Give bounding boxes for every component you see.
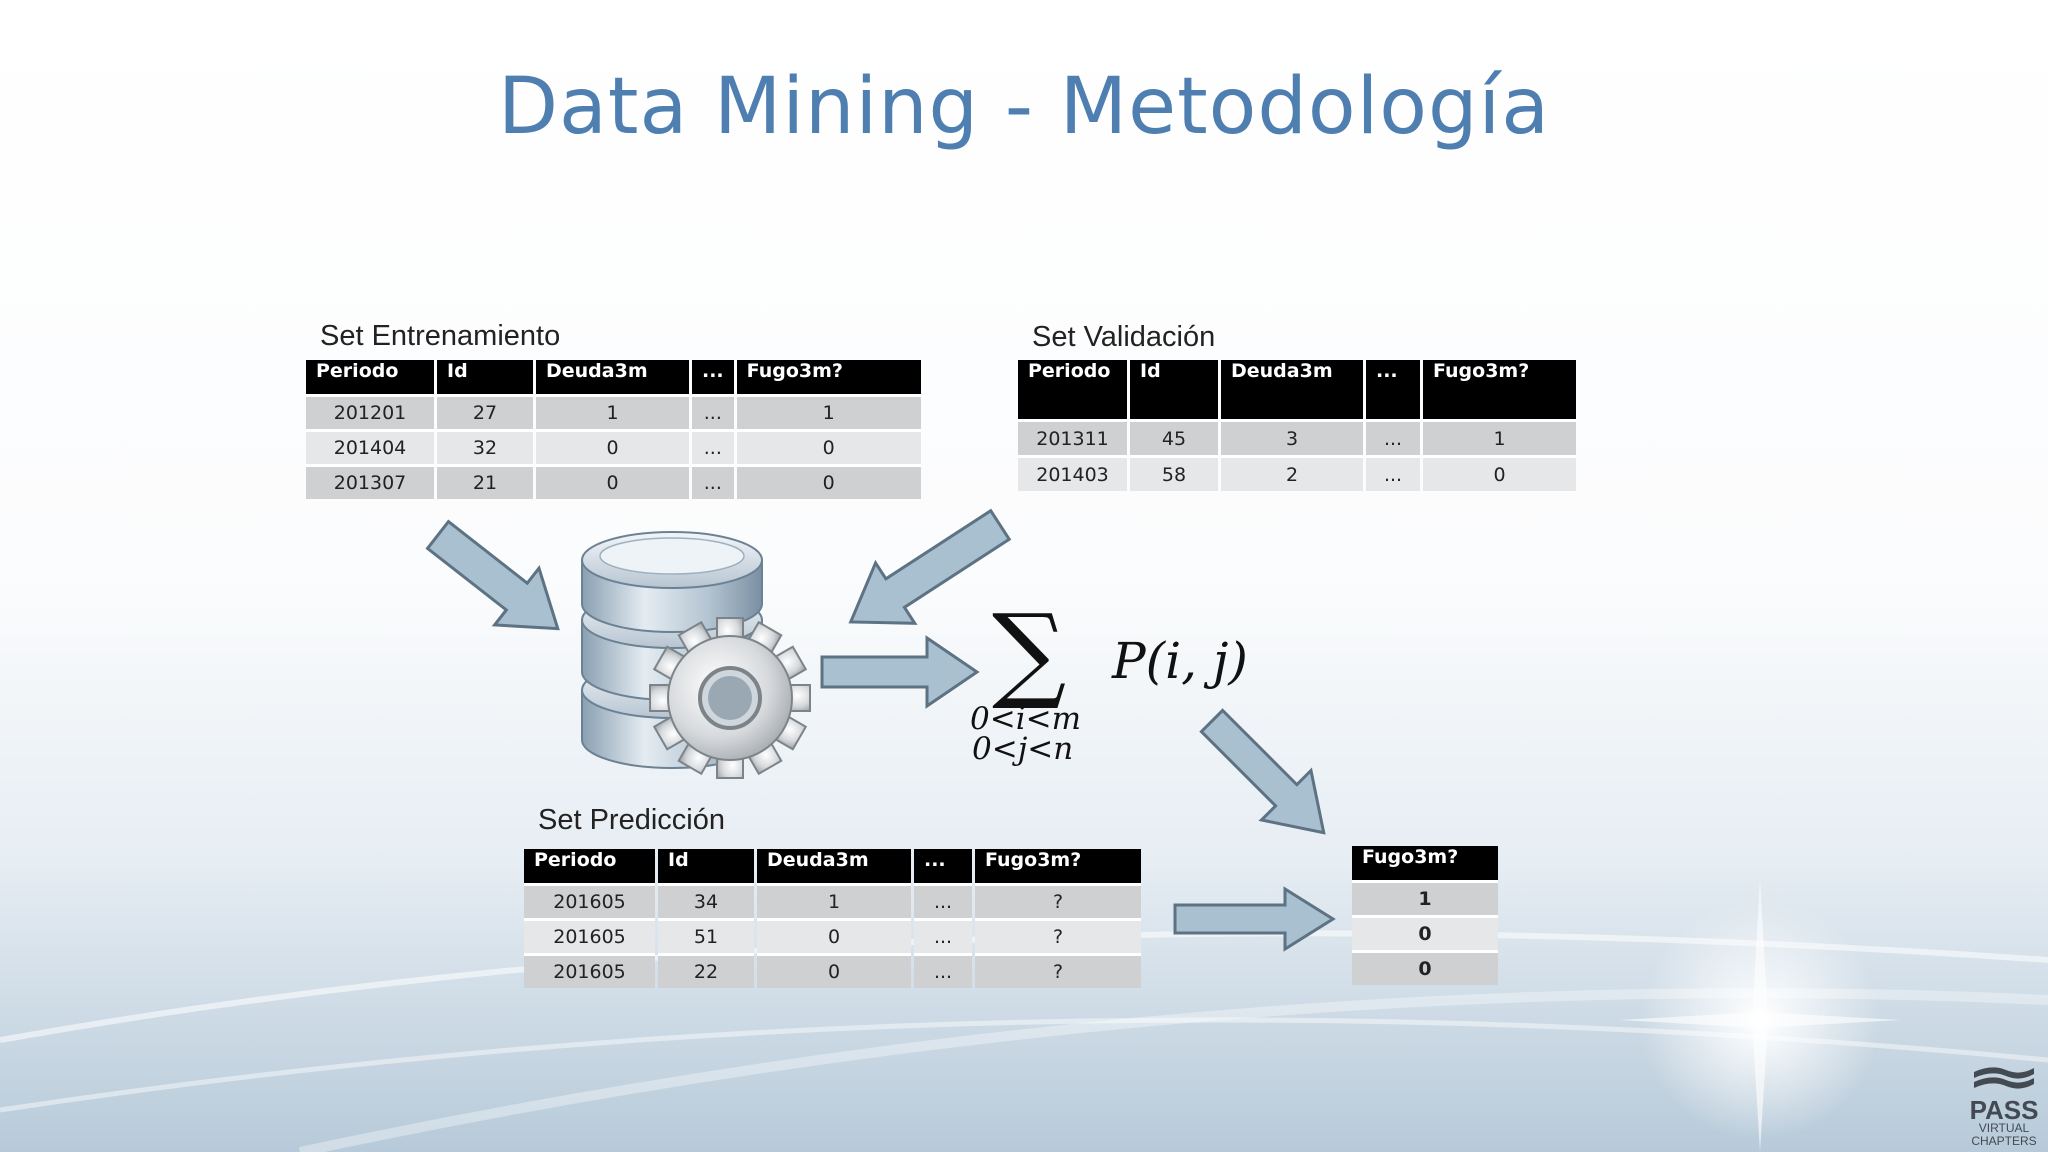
table-cell: 34 bbox=[658, 883, 754, 918]
table-cell: 0 bbox=[1423, 455, 1576, 491]
table-cell: ... bbox=[914, 953, 972, 988]
table-cell: 0 bbox=[536, 464, 689, 499]
table-row: 201605 22 0 ... ? bbox=[524, 953, 1141, 988]
column-header: Deuda3m bbox=[1221, 360, 1363, 419]
result-table: Fugo3m? 1 0 0 bbox=[1349, 846, 1501, 985]
table-cell: 0 bbox=[1352, 950, 1498, 985]
logo-line2: CHAPTERS bbox=[1971, 1134, 2037, 1148]
table-cell: 0 bbox=[757, 953, 911, 988]
table-row: 0 bbox=[1352, 915, 1498, 950]
table-cell: 1 bbox=[1423, 419, 1576, 455]
table-cell: 201605 bbox=[524, 918, 655, 953]
flow-arrow-icon bbox=[848, 508, 1012, 625]
table-cell: 0 bbox=[736, 429, 921, 464]
table-cell: ... bbox=[914, 883, 972, 918]
table-row: 201404 32 0 ... 0 bbox=[306, 429, 921, 464]
formula-limit-j: 0<j<n bbox=[972, 731, 1074, 767]
column-header: Fugo3m? bbox=[1352, 846, 1498, 880]
column-header: Fugo3m? bbox=[975, 849, 1141, 883]
table-cell: 2 bbox=[1221, 455, 1363, 491]
table-cell: ... bbox=[692, 429, 734, 464]
flow-arrow-icon bbox=[1199, 708, 1326, 835]
table-row: 201403 58 2 ... 0 bbox=[1018, 455, 1576, 491]
flow-arrow-icon bbox=[820, 635, 980, 709]
table-row: 201605 34 1 ... ? bbox=[524, 883, 1141, 918]
table-cell: ? bbox=[975, 918, 1141, 953]
column-header: Id bbox=[658, 849, 754, 883]
table-cell: 21 bbox=[437, 464, 533, 499]
table-row: 201605 51 0 ... ? bbox=[524, 918, 1141, 953]
column-header: Periodo bbox=[524, 849, 655, 883]
table-cell: 201403 bbox=[1018, 455, 1127, 491]
table-cell: ... bbox=[1366, 455, 1420, 491]
column-header: ... bbox=[692, 360, 734, 394]
table-cell: ... bbox=[914, 918, 972, 953]
column-header: Periodo bbox=[306, 360, 434, 394]
table-cell: 0 bbox=[736, 464, 921, 499]
column-header: Id bbox=[1130, 360, 1218, 419]
table-cell: 201605 bbox=[524, 953, 655, 988]
prediction-table: Periodo Id Deuda3m ... Fugo3m? 201605 34… bbox=[521, 849, 1144, 988]
column-header: Fugo3m? bbox=[1423, 360, 1576, 419]
pass-virtual-chapters-logo: PASS VIRTUAL CHAPTERS bbox=[1964, 1064, 2044, 1148]
column-header: Deuda3m bbox=[536, 360, 689, 394]
table-cell: 51 bbox=[658, 918, 754, 953]
table-row: 201201 27 1 ... 1 bbox=[306, 394, 921, 429]
table-cell: 0 bbox=[1352, 915, 1498, 950]
table-cell: 201201 bbox=[306, 394, 434, 429]
column-header: ... bbox=[1366, 360, 1420, 419]
prediction-set-label: Set Predicción bbox=[538, 804, 725, 836]
table-cell: 45 bbox=[1130, 419, 1218, 455]
flow-arrow-icon bbox=[425, 519, 560, 631]
table-cell: 58 bbox=[1130, 455, 1218, 491]
slide-title: Data Mining - Metodología bbox=[498, 62, 1550, 152]
table-cell: 22 bbox=[658, 953, 754, 988]
table-cell: 1 bbox=[736, 394, 921, 429]
validation-table: Periodo Id Deuda3m ... Fugo3m? 201311 45… bbox=[1015, 360, 1579, 491]
column-header: Periodo bbox=[1018, 360, 1127, 419]
logo-line1: VIRTUAL bbox=[1978, 1121, 2030, 1135]
table-cell: 201404 bbox=[306, 429, 434, 464]
table-cell: 0 bbox=[536, 429, 689, 464]
sigma-symbol: ∑ bbox=[992, 591, 1067, 713]
table-row: 1 bbox=[1352, 880, 1498, 915]
table-cell: 1 bbox=[1352, 880, 1498, 915]
training-set-label: Set Entrenamiento bbox=[320, 320, 561, 352]
formula-term: P(i, j) bbox=[1112, 632, 1248, 690]
flag-icon bbox=[1974, 1067, 2034, 1089]
column-header: ... bbox=[914, 849, 972, 883]
column-header: Fugo3m? bbox=[736, 360, 921, 394]
table-cell: 1 bbox=[757, 883, 911, 918]
table-cell: ... bbox=[1366, 419, 1420, 455]
table-row: 201311 45 3 ... 1 bbox=[1018, 419, 1576, 455]
table-cell: 27 bbox=[437, 394, 533, 429]
table-cell: 201311 bbox=[1018, 419, 1127, 455]
table-cell: 201307 bbox=[306, 464, 434, 499]
flow-arrow-icon bbox=[1173, 886, 1336, 952]
table-row: 201307 21 0 ... 0 bbox=[306, 464, 921, 499]
table-cell: 201605 bbox=[524, 883, 655, 918]
table-cell: ? bbox=[975, 953, 1141, 988]
formula-limit-i: 0<i<m bbox=[970, 701, 1081, 737]
training-table: Periodo Id Deuda3m ... Fugo3m? 201201 27… bbox=[303, 360, 924, 499]
table-cell: 3 bbox=[1221, 419, 1363, 455]
table-row: 0 bbox=[1352, 950, 1498, 985]
table-cell: 1 bbox=[536, 394, 689, 429]
table-cell: ? bbox=[975, 883, 1141, 918]
database-gear-icon bbox=[581, 531, 811, 779]
table-cell: 0 bbox=[757, 918, 911, 953]
validation-set-label: Set Validación bbox=[1032, 321, 1216, 353]
table-cell: ... bbox=[692, 394, 734, 429]
column-header: Deuda3m bbox=[757, 849, 911, 883]
table-cell: 32 bbox=[437, 429, 533, 464]
table-cell: ... bbox=[692, 464, 734, 499]
logo-brand: PASS bbox=[1969, 1095, 2039, 1125]
column-header: Id bbox=[437, 360, 533, 394]
